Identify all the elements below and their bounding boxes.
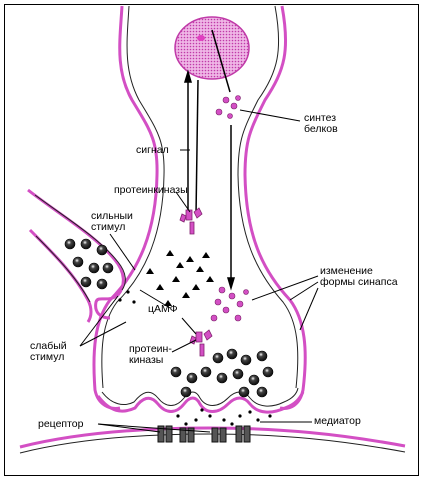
label-synthesis-line1: синтез	[304, 112, 337, 124]
label-strong-stimulus-line2: стимул	[91, 221, 126, 233]
pointer-lines	[79, 109, 319, 433]
label-camp: цАМФ	[148, 303, 178, 315]
neuron-membrane-inner	[101, 5, 299, 389]
label-protein-kinases-top: протеинкиназы	[114, 184, 188, 196]
postsynaptic-membrane	[19, 426, 406, 454]
neuron-membrane	[92, 5, 307, 410]
synthesized-proteins	[210, 95, 249, 322]
nucleus	[174, 16, 250, 80]
presynaptic-terminal	[96, 391, 305, 414]
figure-frame	[4, 4, 419, 476]
label-signal: сигнал	[136, 144, 169, 156]
label-protein-kinases-low-line1: протеин-	[129, 343, 172, 355]
label-strong-stimulus-line1: сильныи	[91, 210, 133, 222]
label-weak-stimulus-line2: стимул	[30, 351, 65, 363]
signal-arrows	[183, 29, 236, 291]
label-synapse-change-line2: формы синапса	[320, 276, 398, 288]
label-weak-stimulus-line1: слабый	[30, 340, 67, 352]
vesicles	[64, 238, 274, 398]
protein-kinase-low	[189, 329, 213, 357]
label-synapse-change-line1: изменение	[320, 265, 373, 277]
label-synthesis-line2: белков	[304, 123, 338, 135]
label-mediator: медиатор	[314, 415, 361, 427]
mediator-dots	[118, 290, 272, 426]
receptors	[157, 425, 251, 443]
camp-molecules	[146, 250, 214, 306]
protein-kinase-top	[179, 207, 203, 235]
label-receptor: рецептор	[38, 418, 84, 430]
label-protein-kinases-low-line2: киназы	[129, 354, 164, 366]
